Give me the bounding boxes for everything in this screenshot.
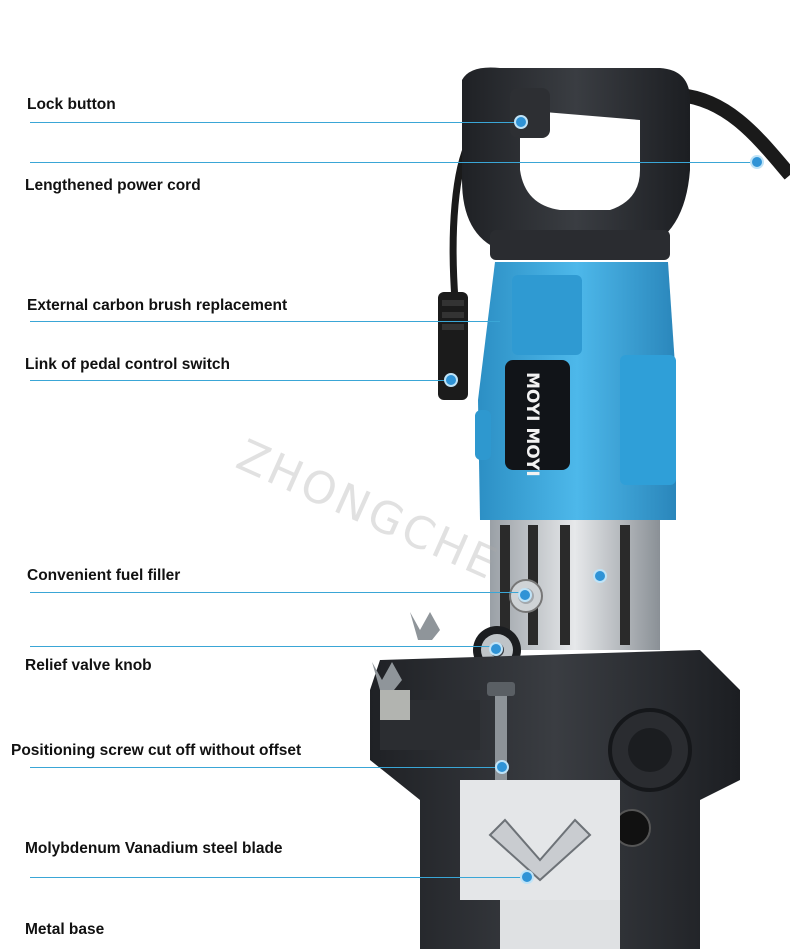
marker-lock <box>514 115 528 129</box>
callout-positioning-screw: Positioning screw cut off without offset <box>11 742 302 759</box>
marker-fuel <box>518 588 532 602</box>
callout-power-cord: Lengthened power cord <box>25 177 201 194</box>
blade-window <box>460 780 620 900</box>
marker-relief <box>489 642 503 656</box>
callout-carbon-brush: External carbon brush replacement <box>27 297 288 314</box>
leader-line-fuel <box>30 592 520 593</box>
leader-line-lock <box>30 122 520 123</box>
marker-blade <box>520 870 534 884</box>
callout-pedal-switch: Link of pedal control switch <box>25 356 230 373</box>
callout-lock-button: Lock button <box>27 96 116 113</box>
leader-line-screw <box>30 767 500 768</box>
wing-nut-left <box>372 662 402 690</box>
callout-fuel-filler: Convenient fuel filler <box>27 567 181 584</box>
marker-cylinder <box>593 569 607 583</box>
leader-line-blade <box>30 877 525 878</box>
pedal-plug <box>438 292 468 400</box>
wing-nut-top <box>410 612 440 640</box>
marker-screw <box>495 760 509 774</box>
v-blade <box>488 818 592 882</box>
marker-pedal <box>444 373 458 387</box>
leader-line-brush <box>30 321 500 322</box>
handle <box>462 67 690 250</box>
housing-logo: MOYI MOYI <box>522 372 542 477</box>
leader-line-cord <box>30 162 757 163</box>
marker-cord <box>750 155 764 169</box>
leader-line-pedal <box>30 380 445 381</box>
power-cord <box>679 88 790 180</box>
callout-relief-valve: Relief valve knob <box>25 657 152 674</box>
callout-blade: Molybdenum Vanadium steel blade <box>25 840 283 857</box>
callout-metal-base: Metal base <box>25 921 105 938</box>
leader-line-relief <box>30 646 490 647</box>
